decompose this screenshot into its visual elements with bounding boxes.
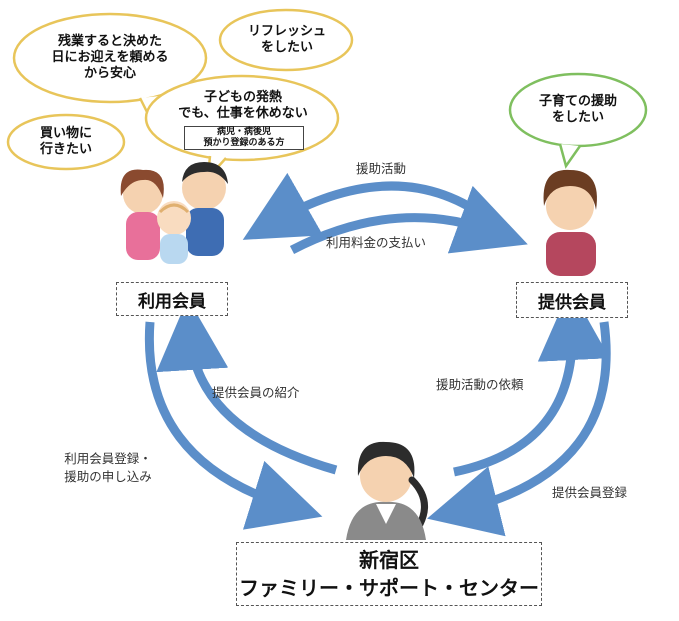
center-title-line1: 新宿区	[359, 548, 419, 572]
bubble-refresh	[218, 8, 354, 72]
arrow-register-user	[144, 321, 323, 530]
bubble-shopping-text: 買い物に 行きたい	[39, 126, 92, 157]
label-support-activity: 援助活動	[356, 161, 407, 176]
bubble-want-help	[508, 72, 648, 169]
arrow-fee-payment	[289, 185, 528, 254]
bubble-overtime-text: 残業すると決めた 日にお迎えを頼める から安心	[51, 34, 169, 81]
bubble-sick-child-text: 子どもの発熱 でも、仕事を休めない	[178, 90, 308, 121]
bubble-sick-child	[144, 74, 340, 182]
label-register-user: 利用会員登録・ 援助の申し込み	[64, 451, 152, 484]
label-register-provider: 提供会員登録	[552, 485, 628, 500]
arrow-introduce-provider	[156, 298, 338, 475]
center-box: 新宿区 ファミリー・サポート・センター	[236, 542, 542, 606]
family-illustration	[120, 162, 228, 264]
grandmother-illustration	[543, 169, 597, 276]
label-introduce-provider: 提供会員の紹介	[212, 385, 300, 400]
user-member-box: 利用会員	[116, 282, 228, 316]
bubble-sick-child-note: 病児・病後児 預かり登録のある方	[184, 126, 304, 150]
provider-member-box: 提供会員	[516, 282, 628, 318]
arrow-request-activity	[453, 288, 610, 477]
center-title-line2: ファミリー・サポート・センター	[239, 576, 539, 600]
bubble-shopping	[6, 113, 126, 171]
bubble-refresh-text: リフレッシュ をしたい	[247, 24, 326, 55]
coordinator-illustration	[346, 441, 428, 540]
label-request-activity: 援助活動の依頼	[436, 377, 524, 392]
label-fee-payment: 利用料金の支払い	[326, 235, 427, 250]
bubble-want-help-text: 子育ての援助 をしたい	[538, 94, 617, 125]
arrow-register-provider	[427, 321, 611, 537]
